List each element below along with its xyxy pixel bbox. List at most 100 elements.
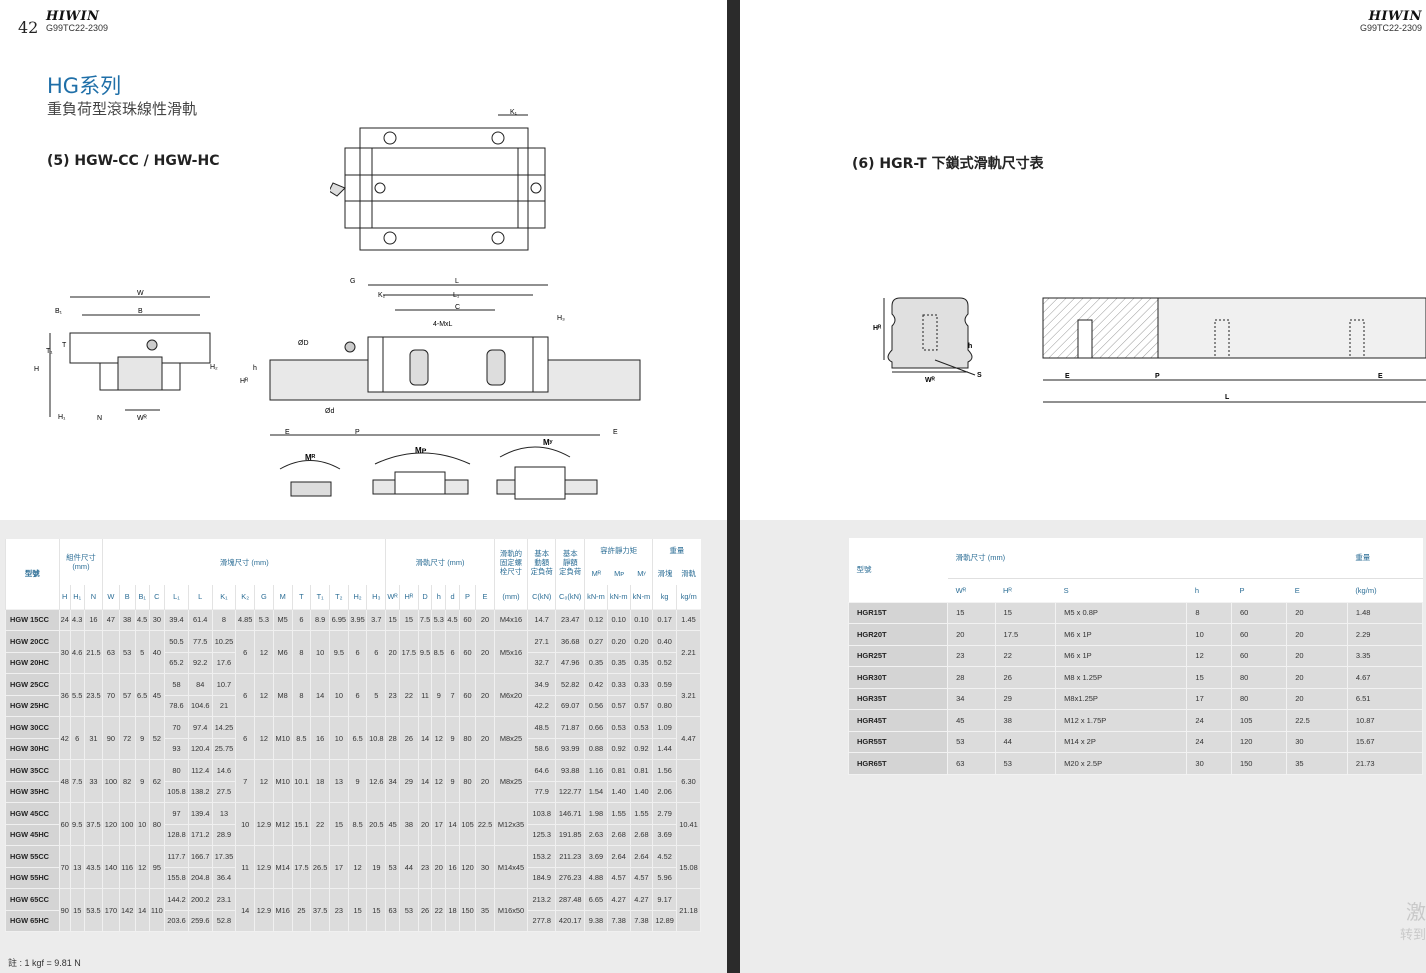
rt-model-header: 型號 (848, 538, 948, 602)
table-cell: 8.5 (291, 716, 312, 760)
rt-table-cell: M8 x 1.25P (1055, 666, 1188, 689)
rail-dim-header: 滑軌尺寸 (mm) (385, 539, 495, 585)
brand-logo: HIWIN (46, 9, 100, 24)
col-header: d (445, 585, 460, 609)
table-cell: 78.6 (164, 694, 189, 717)
table-cell: 1.16 (584, 759, 608, 782)
table-cell: 4.3 (69, 608, 85, 631)
table-cell: 13 (328, 759, 349, 803)
table-cell: 9 (134, 759, 150, 803)
rt-table-cell: M14 x 2P (1055, 730, 1188, 753)
rt-h-label: h (968, 343, 972, 350)
table-cell: 95 (148, 845, 166, 889)
table-cell: 287.48 (555, 888, 586, 911)
h-small-label: h (253, 365, 257, 372)
table-cell: M16 (272, 888, 293, 932)
col-header: K₂ (235, 585, 255, 609)
rt-table-cell: 150 (1230, 752, 1288, 775)
table-cell: M4x16 (493, 608, 529, 631)
rt-table-cell: 1.48 (1346, 601, 1424, 624)
table-cell: 6 (69, 716, 85, 760)
block-front-view-drawing: W B B₁ T T₁ H H₁ H₂ N Wᴿ (34, 290, 218, 422)
rail-side-drawing: E P E L (1042, 297, 1426, 403)
section-title: (5) HGW-CC / HGW-HC (47, 153, 220, 169)
table-cell: 93.88 (555, 759, 586, 782)
rt-model-cell: HGR20T (847, 623, 949, 646)
rt-table-cell: 53 (994, 752, 1057, 775)
table-cell: 4.5 (445, 608, 460, 631)
table-cell: M8x25 (493, 716, 529, 760)
rt-weight-header: 重量 (1347, 538, 1423, 578)
rt-table-cell: 30 (1186, 752, 1232, 775)
table-cell: 31 (83, 716, 104, 760)
rt-model-cell: HGR30T (847, 666, 949, 689)
table-cell: M5x16 (493, 630, 529, 674)
rt-col-header: P (1231, 577, 1287, 602)
rt-col-header: Hᴿ (995, 577, 1056, 602)
table-cell: 6 (347, 630, 368, 674)
table-cell: 2.79 (652, 802, 677, 825)
table-cell: 11 (417, 673, 433, 717)
table-cell: 12 (254, 630, 274, 674)
table-cell: 37.5 (83, 802, 104, 846)
rt-table-cell: 60 (1230, 623, 1288, 646)
rt-table-cell: M8x1.25P (1055, 687, 1188, 710)
rt-table-cell: 15 (994, 601, 1057, 624)
table-cell: 6 (366, 630, 387, 674)
table-cell: 1.40 (629, 780, 654, 803)
table-cell: 203.6 (164, 909, 189, 932)
rt-e-left: E (1065, 373, 1070, 380)
table-cell: M10 (272, 759, 293, 803)
table-cell: 14.6 (211, 759, 237, 782)
rt-table-cell: 20 (1286, 601, 1348, 624)
table-cell: 21.18 (675, 888, 702, 932)
table-cell: 20 (431, 845, 447, 889)
table-cell: 153.2 (527, 845, 557, 868)
table-cell: 34.9 (527, 673, 557, 696)
table-cell: 128.8 (164, 823, 189, 846)
col-header: T₁ (310, 585, 330, 609)
assembly-header: 組件尺寸 (mm) (58, 539, 103, 585)
moment-header: 容許靜力矩 Mᴿ Mᴘ Mʸ (584, 539, 653, 585)
table-cell: 8 (291, 630, 312, 674)
table-cell: 22 (398, 673, 419, 717)
h3-label: H₃ (557, 315, 565, 322)
table-cell: 80 (148, 802, 166, 846)
table-cell: 6 (291, 608, 312, 631)
table-cell: 70 (164, 716, 189, 739)
col-header: G (254, 585, 274, 609)
col-header: C (148, 585, 165, 609)
table-cell: M12x35 (493, 802, 529, 846)
table-cell: 171.2 (187, 823, 213, 846)
table-cell: 23 (328, 888, 349, 932)
table-cell: 213.2 (527, 888, 557, 911)
table-cell: 38 (398, 802, 419, 846)
model-cell: HGW 30CC (5, 716, 60, 739)
rt-model-cell: HGR25T (847, 644, 949, 667)
table-cell: 105 (458, 802, 477, 846)
table-cell: 35 (475, 888, 495, 932)
od-label: ØD (298, 340, 309, 347)
table-cell: 33 (83, 759, 104, 803)
table-cell: 97 (164, 802, 189, 825)
table-cell: 16 (445, 845, 460, 889)
hgw-spec-table: 型號 組件尺寸 (mm) 滑塊尺寸 (mm) 滑軌尺寸 (mm) 滑軌的 固定螺… (5, 539, 702, 932)
table-cell: 92.2 (187, 651, 213, 674)
table-cell: 0.10 (606, 608, 631, 631)
table-cell: 90 (58, 888, 71, 932)
table-cell: 277.8 (527, 909, 557, 932)
table-cell: 14 (235, 888, 256, 932)
rt-table-cell: 6.51 (1346, 687, 1424, 710)
table-cell: 9 (431, 673, 447, 717)
table-cell: 9.17 (652, 888, 677, 911)
table-cell: 90 (102, 716, 120, 760)
l-label: L (455, 278, 459, 285)
table-cell: 0.10 (629, 608, 654, 631)
rt-table-cell: 20 (1286, 687, 1348, 710)
table-cell: 139.4 (187, 802, 213, 825)
table-cell: 40 (148, 630, 166, 674)
table-cell: M6 (272, 630, 293, 674)
table-cell: 276.23 (555, 866, 586, 889)
table-cell: 27.1 (527, 630, 557, 653)
